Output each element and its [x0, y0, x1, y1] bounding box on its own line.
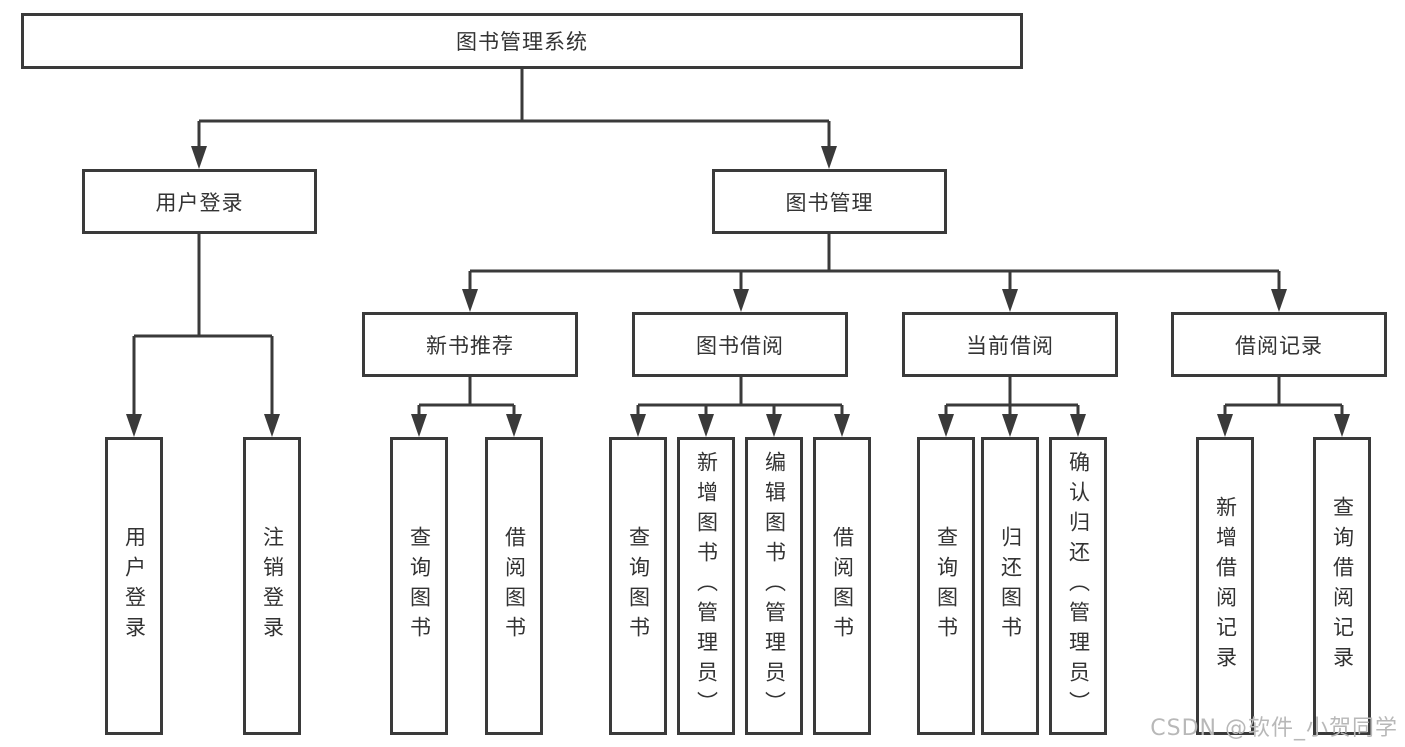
leaf-user-login-label: 用户登录	[122, 526, 147, 646]
node-book-management-label: 图书管理	[785, 190, 874, 215]
leaf-confirm-return-admin: 确认归还（管理员）	[1049, 437, 1107, 735]
leaf-edit-book-admin: 编辑图书（管理员）	[745, 437, 803, 735]
leaf-add-borrow-record-label: 新增借阅记录	[1213, 496, 1238, 676]
leaf-add-book-admin: 新增图书（管理员）	[677, 437, 735, 735]
leaf-logout: 注销登录	[243, 437, 301, 735]
leaf-borrow-book-recommend: 借阅图书	[485, 437, 543, 735]
node-borrow-records-label: 借阅记录	[1235, 333, 1323, 358]
leaf-add-book-admin-label: 新增图书（管理员）	[694, 451, 719, 721]
node-book-borrow: 图书借阅	[632, 312, 848, 377]
leaf-return-book-label: 归还图书	[998, 526, 1023, 646]
node-book-management: 图书管理	[712, 169, 947, 234]
node-user-login: 用户登录	[82, 169, 317, 234]
leaf-query-book-recommend-label: 查询图书	[407, 526, 432, 646]
leaf-query-book-borrow: 查询图书	[609, 437, 667, 735]
leaf-borrow-book-label: 借阅图书	[830, 526, 855, 646]
node-new-book-recommend: 新书推荐	[362, 312, 578, 377]
leaf-user-login: 用户登录	[105, 437, 163, 735]
leaf-query-book-current-label: 查询图书	[934, 526, 959, 646]
node-current-borrow-label: 当前借阅	[966, 333, 1054, 358]
watermark: CSDN @软件_小贺同学	[1150, 716, 1398, 741]
node-user-login-label: 用户登录	[155, 190, 244, 215]
leaf-query-borrow-record: 查询借阅记录	[1313, 437, 1371, 735]
leaf-query-book-recommend: 查询图书	[390, 437, 448, 735]
leaf-edit-book-admin-label: 编辑图书（管理员）	[762, 451, 787, 721]
leaf-query-borrow-record-label: 查询借阅记录	[1330, 496, 1355, 676]
leaf-confirm-return-admin-label: 确认归还（管理员）	[1066, 451, 1091, 721]
leaf-query-book-current: 查询图书	[917, 437, 975, 735]
node-current-borrow: 当前借阅	[902, 312, 1118, 377]
node-root: 图书管理系统	[21, 13, 1023, 69]
leaf-logout-label: 注销登录	[260, 526, 285, 646]
node-new-book-recommend-label: 新书推荐	[426, 333, 514, 358]
node-root-label: 图书管理系统	[456, 30, 588, 54]
leaf-query-book-borrow-label: 查询图书	[626, 526, 651, 646]
leaf-return-book: 归还图书	[981, 437, 1039, 735]
leaf-borrow-book-recommend-label: 借阅图书	[502, 526, 527, 646]
leaf-add-borrow-record: 新增借阅记录	[1196, 437, 1254, 735]
leaf-borrow-book: 借阅图书	[813, 437, 871, 735]
node-borrow-records: 借阅记录	[1171, 312, 1387, 377]
node-book-borrow-label: 图书借阅	[696, 333, 784, 358]
